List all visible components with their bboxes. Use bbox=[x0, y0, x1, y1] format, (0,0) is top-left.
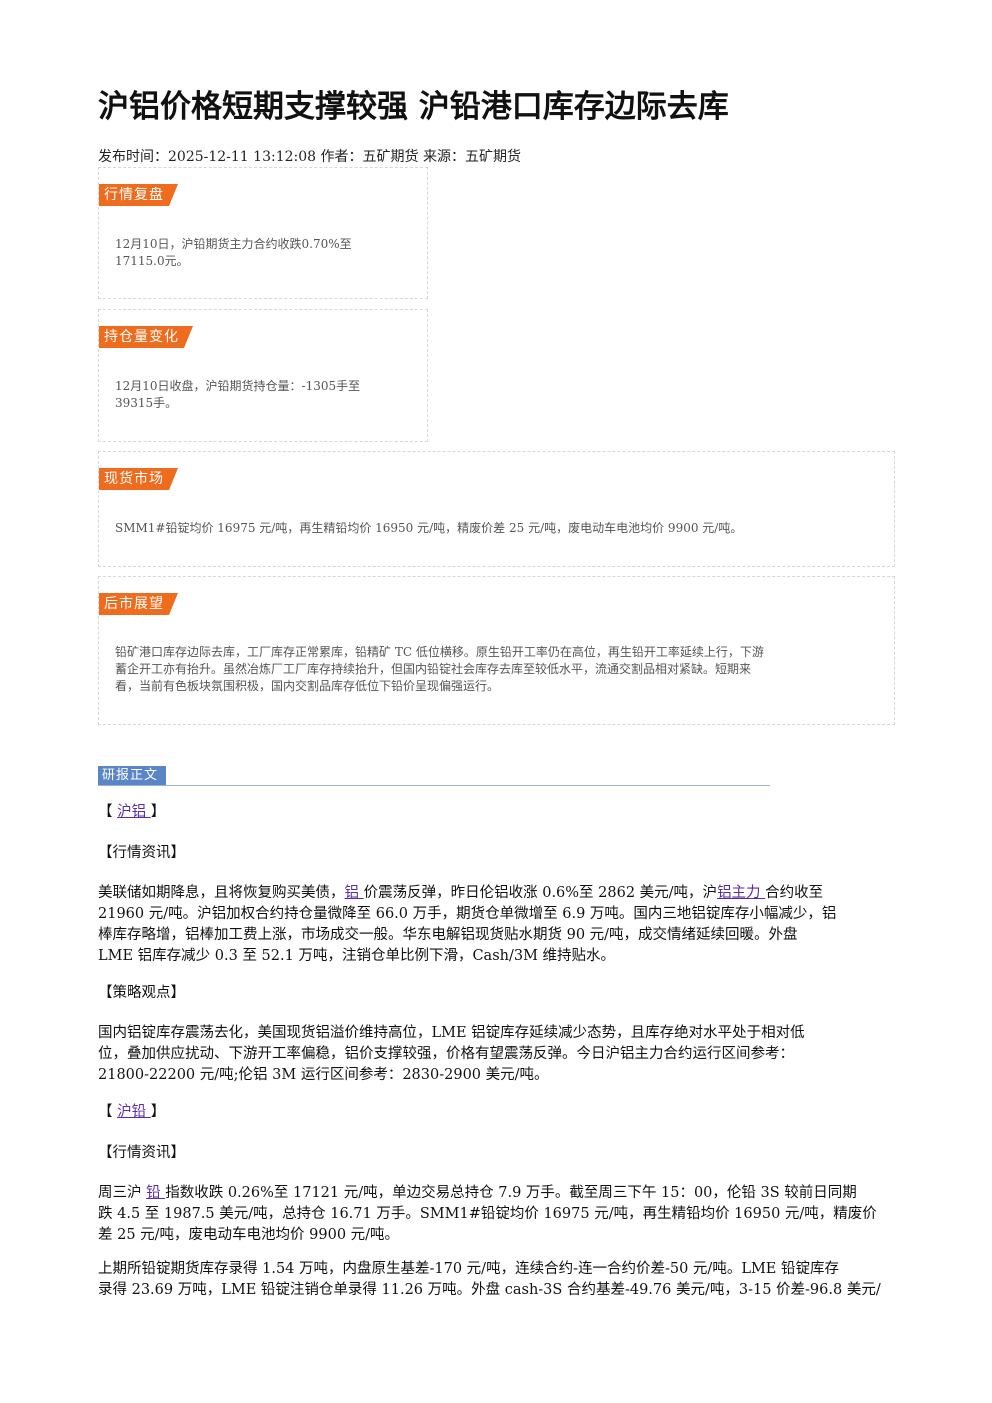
al-price-link[interactable]: 铝 bbox=[344, 885, 364, 901]
section-tag-open-interest: 持仓量变化 bbox=[99, 326, 193, 348]
text-line: SMM1#铅锭均价 16975 元/吨，再生精铅均价 16950 元/吨，精废价… bbox=[115, 521, 743, 535]
text-line: 周三沪 铅 指数收跌 0.26%至 17121 元/吨，单边交易总持仓 7.9 … bbox=[98, 1183, 888, 1204]
bracket-open: 【 bbox=[98, 804, 118, 820]
section-tag-outlook: 后市展望 bbox=[99, 593, 178, 615]
text-line: 17115.0元。 bbox=[115, 254, 189, 268]
al-link[interactable]: 沪铝 bbox=[117, 804, 151, 820]
summary-box-outlook: 后市展望 铅矿港口库存边际去库，工厂库存正常累库，铅精矿 TC 低位横移。原生铅… bbox=[98, 576, 895, 725]
report-body-tag: 研报正文 bbox=[98, 766, 167, 786]
text-line: 看，当前有色板块氛围积极，国内交割品库存低位下铅价呈现偏强运行。 bbox=[115, 679, 500, 693]
pb-link[interactable]: 沪铅 bbox=[117, 1104, 151, 1120]
al-main-contract-link[interactable]: 铝主力 bbox=[717, 885, 766, 901]
publish-meta: 发布时间：2025-12-11 13:12:08 作者：五矿期货 来源：五矿期货 bbox=[98, 149, 521, 165]
summary-box-open-interest: 持仓量变化 12月10日收盘，沪铅期货持仓量：-1305手至 39315手。 bbox=[98, 309, 428, 442]
section-text-spot-market: SMM1#铅锭均价 16975 元/吨，再生精铅均价 16950 元/吨，精废价… bbox=[115, 520, 876, 537]
section-text-open-interest: 12月10日收盘，沪铅期货持仓量：-1305手至 39315手。 bbox=[115, 378, 409, 412]
text-run: 周三沪 bbox=[98, 1185, 147, 1201]
text-line: 蓄企开工亦有抬升。虽然冶炼厂工厂库存持续抬升，但国内铅锭社会库存去库至较低水平，… bbox=[115, 662, 752, 676]
text-line: 差 25 元/吨，废电动车电池均价 9900 元/吨。 bbox=[98, 1227, 400, 1243]
section-tag-spot-market: 现货市场 bbox=[99, 468, 178, 490]
text-line: 39315手。 bbox=[115, 396, 178, 410]
text-line: 铅矿港口库存边际去库，工厂库存正常累库，铅精矿 TC 低位横移。原生铅开工率仍在… bbox=[115, 645, 764, 659]
text-line: LME 铝库存减少 0.3 至 52.1 万吨，注销仓单比例下滑，Cash/3M… bbox=[98, 948, 616, 964]
pb-news-paragraph: 周三沪 铅 指数收跌 0.26%至 17121 元/吨，单边交易总持仓 7.9 … bbox=[98, 1183, 888, 1246]
text-run: 指数收跌 0.26%至 17121 元/吨，单边交易总持仓 7.9 万手。截至周… bbox=[165, 1185, 857, 1201]
summary-box-market-review: 行情复盘 12月10日，沪铅期货主力合约收跌0.70%至 17115.0元。 bbox=[98, 167, 428, 299]
text-line: 美联储如期降息，且将恢复购买美债，铝 价震荡反弹，昨日伦铝收涨 0.6%至 28… bbox=[98, 883, 888, 904]
text-line: 跌 4.5 至 1987.5 美元/吨，总持仓 16.71 万手。SMM1#铅锭… bbox=[98, 1206, 877, 1222]
text-line: 21800-22200 元/吨;伦铝 3M 运行区间参考：2830-2900 美… bbox=[98, 1067, 549, 1083]
section-text-market-review: 12月10日，沪铅期货主力合约收跌0.70%至 17115.0元。 bbox=[115, 236, 409, 270]
pb-stock-paragraph: 上期所铅锭期货库存录得 1.54 万吨，内盘原生基差-170 元/吨，连续合约-… bbox=[98, 1259, 888, 1301]
page-title: 沪铝价格短期支撑较强 沪铅港口库存边际去库 bbox=[98, 89, 729, 125]
bracket-open: 【 bbox=[98, 1104, 118, 1120]
text-line: 12月10日收盘，沪铅期货持仓量：-1305手至 bbox=[115, 379, 361, 393]
al-news-paragraph: 美联储如期降息，且将恢复购买美债，铝 价震荡反弹，昨日伦铝收涨 0.6%至 28… bbox=[98, 883, 888, 967]
pb-news-heading: 【行情资讯】 bbox=[98, 1145, 185, 1161]
section-text-outlook: 铅矿港口库存边际去库，工厂库存正常累库，铅精矿 TC 低位横移。原生铅开工率仍在… bbox=[115, 644, 876, 695]
text-line: 上期所铅锭期货库存录得 1.54 万吨，内盘原生基差-170 元/吨，连续合约-… bbox=[98, 1261, 839, 1277]
text-line: 国内铝锭库存震荡去化，美国现货铝溢价维持高位，LME 铝锭库存延续减少态势，且库… bbox=[98, 1025, 805, 1041]
section-tag-market-review: 行情复盘 bbox=[99, 184, 178, 206]
text-line: 12月10日，沪铅期货主力合约收跌0.70%至 bbox=[115, 237, 352, 251]
text-line: 棒库存略增，铝棒加工费上涨，市场成交一般。华东电解铝现货贴水期货 90 元/吨，… bbox=[98, 927, 798, 943]
al-strategy-paragraph: 国内铝锭库存震荡去化，美国现货铝溢价维持高位，LME 铝锭库存延续减少态势，且库… bbox=[98, 1023, 888, 1086]
al-strategy-heading: 【策略观点】 bbox=[98, 985, 185, 1001]
bracket-close: 】 bbox=[150, 1104, 166, 1120]
text-line: 录得 23.69 万吨，LME 铅锭注销仓单录得 11.26 万吨。外盘 cas… bbox=[98, 1282, 881, 1298]
al-heading: 【 沪铝 】 bbox=[98, 802, 888, 823]
summary-box-spot-market: 现货市场 SMM1#铅锭均价 16975 元/吨，再生精铅均价 16950 元/… bbox=[98, 451, 895, 567]
pb-index-link[interactable]: 铅 bbox=[146, 1185, 166, 1201]
pb-heading: 【 沪铅 】 bbox=[98, 1102, 888, 1123]
al-news-heading: 【行情资讯】 bbox=[98, 845, 185, 861]
report-divider bbox=[98, 785, 770, 786]
text-run: 价震荡反弹，昨日伦铝收涨 0.6%至 2862 美元/吨，沪 bbox=[363, 885, 718, 901]
text-run: 合约收至 bbox=[765, 885, 824, 901]
text-line: 21960 元/吨。沪铝加权合约持仓量微降至 66.0 万手，期货仓单微增至 6… bbox=[98, 906, 837, 922]
text-line: 位，叠加供应扰动、下游开工率偏稳，铝价支撑较强，价格有望震荡反弹。今日沪铝主力合… bbox=[98, 1046, 794, 1062]
text-run: 美联储如期降息，且将恢复购买美债， bbox=[98, 885, 345, 901]
bracket-close: 】 bbox=[150, 804, 166, 820]
